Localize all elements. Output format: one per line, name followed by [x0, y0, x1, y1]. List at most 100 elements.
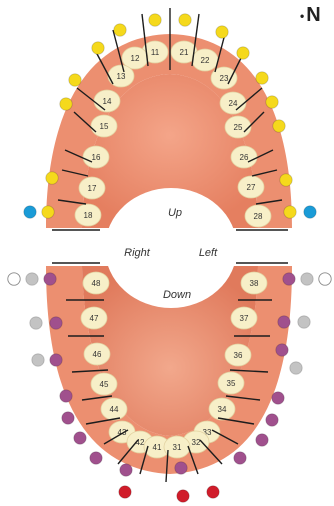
marker-purple-41[interactable]: [120, 464, 132, 476]
marker-red-32[interactable]: [207, 486, 219, 498]
tooth-number: 23: [220, 74, 229, 83]
marker-purple-45[interactable]: [60, 390, 72, 402]
tooth-22[interactable]: 22: [192, 49, 218, 71]
tooth-48[interactable]: 48: [83, 272, 109, 294]
tooth-15[interactable]: 15: [91, 115, 117, 137]
marker-red-31[interactable]: [177, 490, 189, 502]
tooth-36[interactable]: 36: [225, 344, 251, 366]
tooth-number: 37: [240, 314, 249, 323]
marker-purple-33[interactable]: [256, 434, 268, 446]
marker-yellow-12[interactable]: [114, 24, 126, 36]
marker-gray-37[interactable]: [298, 316, 310, 328]
tooth-number: 14: [103, 97, 112, 106]
marker-purple-47[interactable]: [50, 317, 62, 329]
marker-gray-47[interactable]: [30, 317, 42, 329]
tooth-17[interactable]: 17: [79, 177, 105, 199]
marker-yellow-24[interactable]: [256, 72, 268, 84]
marker-yellow-26[interactable]: [273, 120, 285, 132]
label-down: Down: [163, 289, 191, 301]
tooth-18[interactable]: 18: [75, 204, 101, 226]
tooth-26[interactable]: 26: [231, 146, 257, 168]
tooth-27[interactable]: 27: [238, 176, 264, 198]
label-up: Up: [168, 207, 182, 219]
tooth-number: 47: [90, 314, 99, 323]
tooth-number: 13: [117, 72, 126, 81]
tooth-number: 42: [136, 438, 145, 447]
tooth-number: 27: [247, 183, 256, 192]
tooth-number: 11: [151, 48, 160, 57]
marker-yellow-28[interactable]: [284, 206, 296, 218]
marker-yellow-22[interactable]: [216, 26, 228, 38]
tooth-38[interactable]: 38: [241, 272, 267, 294]
label-left: Left: [199, 247, 218, 259]
tooth-35[interactable]: 35: [218, 372, 244, 394]
tooth-number: 16: [92, 153, 101, 162]
tooth-47[interactable]: 47: [81, 307, 107, 329]
marker-purple-38[interactable]: [283, 273, 295, 285]
marker-purple-36[interactable]: [276, 344, 288, 356]
tooth-number: 15: [100, 122, 109, 131]
tooth-number: 12: [131, 54, 140, 63]
tooth-34[interactable]: 34: [209, 398, 235, 420]
tooth-number: 34: [218, 405, 227, 414]
tooth-number: 24: [229, 99, 238, 108]
marker-purple-31[interactable]: [175, 462, 187, 474]
marker-white-38[interactable]: [319, 273, 331, 285]
tooth-number: 44: [110, 405, 119, 414]
marker-yellow-21[interactable]: [179, 14, 191, 26]
tooth-16[interactable]: 16: [83, 146, 109, 168]
tooth-number: 21: [180, 48, 189, 57]
tooth-number: 28: [254, 212, 263, 221]
tooth-number: 31: [173, 443, 182, 452]
tooth-number: 38: [250, 279, 259, 288]
tooth-number: 46: [93, 350, 102, 359]
tooth-14[interactable]: 14: [94, 90, 120, 112]
marker-blue-28[interactable]: [304, 206, 316, 218]
tooth-28[interactable]: 28: [245, 205, 271, 227]
marker-purple-37[interactable]: [278, 316, 290, 328]
marker-gray-38[interactable]: [301, 273, 313, 285]
marker-yellow-13[interactable]: [92, 42, 104, 54]
tooth-45[interactable]: 45: [91, 373, 117, 395]
marker-purple-44[interactable]: [62, 412, 74, 424]
marker-gray-36[interactable]: [290, 362, 302, 374]
marker-yellow-25[interactable]: [266, 96, 278, 108]
tooth-number: 17: [88, 184, 97, 193]
marker-yellow-23[interactable]: [237, 47, 249, 59]
marker-purple-32[interactable]: [234, 452, 246, 464]
tooth-number: 48: [92, 279, 101, 288]
tooth-24[interactable]: 24: [220, 92, 246, 114]
tooth-number: 41: [153, 443, 162, 452]
tooth-number: 45: [100, 380, 109, 389]
marker-yellow-15[interactable]: [60, 98, 72, 110]
tooth-44[interactable]: 44: [101, 398, 127, 420]
marker-yellow-27[interactable]: [280, 174, 292, 186]
marker-purple-48[interactable]: [44, 273, 56, 285]
tooth-number: 22: [201, 56, 210, 65]
marker-purple-35[interactable]: [272, 392, 284, 404]
tooth-number: 25: [234, 123, 243, 132]
tooth-13[interactable]: 13: [108, 65, 134, 87]
marker-gray-46[interactable]: [32, 354, 44, 366]
tooth-46[interactable]: 46: [84, 343, 110, 365]
marker-yellow-18[interactable]: [42, 206, 54, 218]
marker-purple-34[interactable]: [266, 414, 278, 426]
tooth-number: 35: [227, 379, 236, 388]
marker-yellow-17[interactable]: [46, 172, 58, 184]
marker-purple-46[interactable]: [50, 354, 62, 366]
tooth-number: 18: [84, 211, 93, 220]
marker-blue-18[interactable]: [24, 206, 36, 218]
tooth-number: 26: [240, 153, 249, 162]
marker-red-41[interactable]: [119, 486, 131, 498]
marker-purple-42[interactable]: [90, 452, 102, 464]
marker-gray-48[interactable]: [26, 273, 38, 285]
marker-white-48[interactable]: [8, 273, 20, 285]
label-right: Right: [124, 247, 151, 259]
tooth-37[interactable]: 37: [231, 307, 257, 329]
marker-yellow-14[interactable]: [69, 74, 81, 86]
marker-yellow-11[interactable]: [149, 14, 161, 26]
tooth-number: 36: [234, 351, 243, 360]
marker-purple-43[interactable]: [74, 432, 86, 444]
tooth-25[interactable]: 25: [225, 116, 251, 138]
